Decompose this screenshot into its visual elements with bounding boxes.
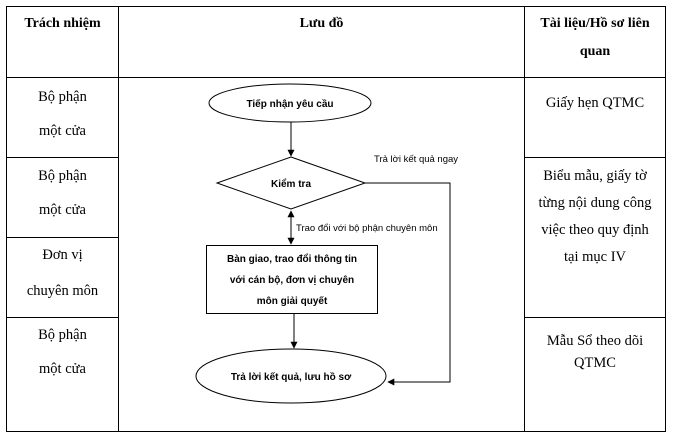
end-terminator: [195, 348, 387, 404]
responsibility-row-1-line-2: một cửa: [39, 123, 86, 139]
responsibility-row-3-line-2: chuyên môn: [26, 283, 99, 299]
document-2-line-4: tại mục IV: [563, 249, 626, 265]
responsibility-row-3-line-1: Đơn vị: [42, 247, 83, 263]
document-1-line-1: Giấy hẹn QTMC: [545, 95, 645, 111]
process-box: [206, 245, 378, 314]
responsibility-row-4-line-2: một cửa: [39, 361, 86, 377]
responsibility-row-1-line-1: Bộ phận: [38, 89, 87, 105]
check-decision: [215, 156, 367, 210]
header-responsibility: Trách nhiệm: [24, 16, 101, 31]
process-label-line-2: với cán bộ, đơn vị chuyên: [230, 275, 354, 286]
responsibility-row-2-line-1: Bộ phận: [38, 168, 87, 184]
start-terminator: [208, 83, 372, 123]
arrow-immediate-reply: [365, 182, 451, 386]
table-grid: [6, 6, 666, 432]
document-2-line-3: việc theo quy định: [541, 222, 649, 238]
end-label: Trả lời kết quả, lưu hồ sơ: [231, 371, 352, 383]
header-flowchart: Lưu đồ: [299, 16, 344, 31]
document-3-line-2: QTMC: [574, 355, 616, 371]
header-documents-line-2: quan: [579, 44, 611, 59]
process-label-line-3: môn giải quyết: [257, 295, 328, 307]
immediate-reply-label: Trả lời kết quả ngay: [374, 154, 458, 165]
document-2-line-2: từng nội dung công: [538, 195, 652, 211]
start-label: Tiếp nhận yêu cầu: [246, 98, 333, 110]
document-3-line-1: Mẫu Sổ theo dõi: [546, 333, 644, 349]
exchange-label: Trao đổi với bộ phận chuyên môn: [296, 223, 438, 234]
responsibility-row-4-line-1: Bộ phận: [38, 327, 87, 343]
header-documents-line-1: Tài liệu/Hồ sơ liên: [540, 16, 650, 31]
process-label-line-1: Bàn giao, trao đổi thông tin: [227, 253, 357, 265]
decision-label: Kiểm tra: [271, 178, 311, 190]
document-2-line-1: Biểu mẫu, giấy tờ: [543, 168, 647, 184]
responsibility-row-2-line-2: một cửa: [39, 202, 86, 218]
